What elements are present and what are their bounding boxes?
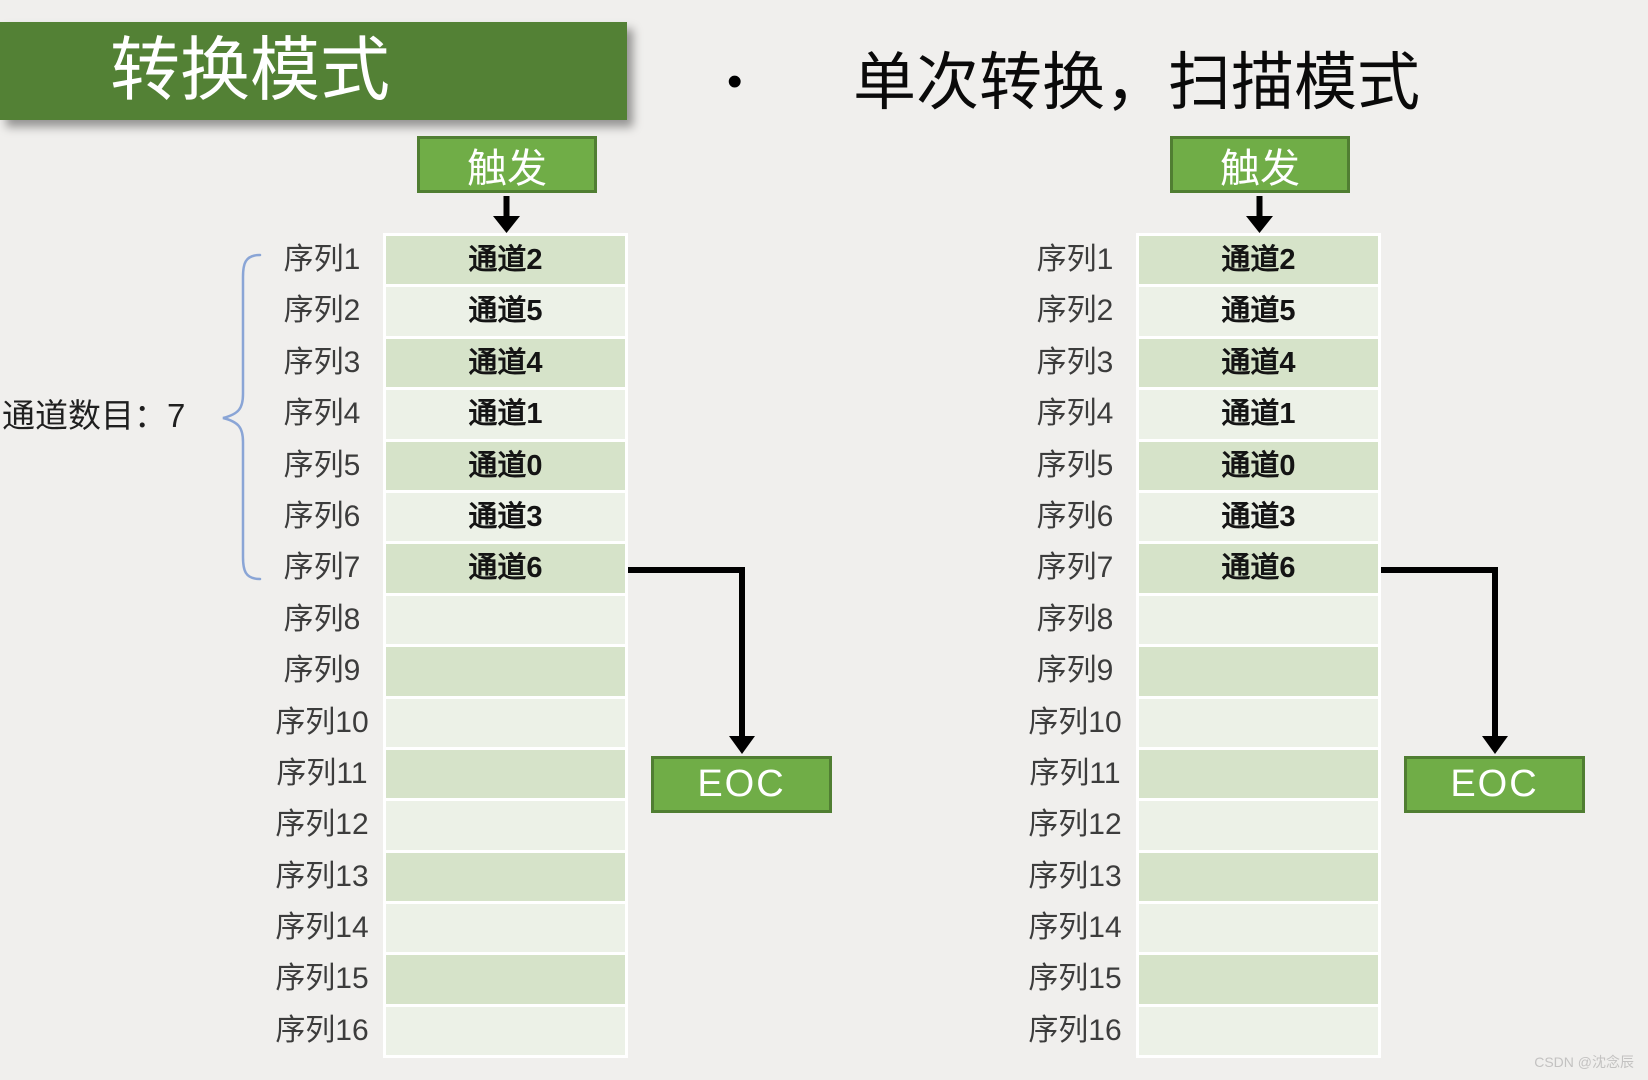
channel-cell (1139, 749, 1378, 799)
sequence-label: 序列5 (1036, 448, 1114, 482)
sequence-label: 序列11 (1029, 756, 1121, 790)
channel-cell (1139, 647, 1378, 696)
trigger-box: 触发 (417, 136, 597, 193)
channel-cell: 通道1 (1139, 390, 1378, 439)
sequence-label: 序列6 (1036, 499, 1114, 533)
sequence-label: 序列15 (275, 962, 369, 996)
sequence-label: 序列3 (1036, 345, 1114, 379)
trigger-label: 触发 (1220, 146, 1300, 191)
sequence-label: 序列16 (275, 1013, 369, 1047)
flow-arrows (1246, 196, 1508, 754)
sequence-label: 序列11 (276, 756, 368, 790)
channel-cell: 通道5 (386, 287, 625, 336)
sequence-label: 序列4 (1036, 397, 1114, 431)
channel-count-label: 通道数目：7 (2, 397, 186, 434)
channel-cell (1139, 852, 1378, 902)
channel-cell (386, 1006, 625, 1056)
sequence-label: 序列12 (1028, 808, 1122, 842)
sequence-label: 序列3 (283, 345, 361, 379)
channel-cell: 通道4 (1139, 338, 1378, 388)
sequence-label: 序列7 (283, 551, 361, 585)
channel-cell (386, 698, 625, 747)
sequence-label: 序列2 (283, 294, 361, 328)
channel-cell (1139, 801, 1378, 850)
page-title: 转换模式 (110, 31, 390, 109)
sequence-label: 序列2 (1036, 294, 1114, 328)
watermark: CSDN @沈念辰 (1534, 1054, 1634, 1070)
sequence-label-column: 序列1 序列2 序列3 序列4 序列5 序列6 序列7 序列8 序列9 序列10 序列11 序列12 序… (237, 233, 407, 1058)
channel-cell (386, 852, 625, 902)
channel-cell (386, 904, 625, 953)
sequence-label: 序列6 (283, 499, 361, 533)
channel-cell (386, 749, 625, 799)
arrow-down-icon (1246, 216, 1273, 233)
sequence-label: 序列13 (1028, 859, 1122, 893)
sequence-label: 序列8 (1036, 602, 1114, 636)
eoc-box: EOC (1404, 756, 1585, 813)
channel-cell: 通道0 (1139, 441, 1378, 490)
channel-cell (386, 801, 625, 850)
sequence-label-column: 序列1 序列2 序列3 序列4 序列5 序列6 序列7 序列8 序列9 序列10 序列11 序列12 序… (990, 233, 1160, 1058)
channel-cell (1139, 595, 1378, 645)
arrow-elbow-icon (729, 736, 755, 754)
arrow-elbow-icon (1482, 736, 1508, 754)
sequence-label: 序列5 (283, 448, 361, 482)
channel-cell: 通道2 (386, 236, 625, 285)
sequence-label: 序列14 (1028, 911, 1122, 945)
channel-cell: 通道5 (1139, 287, 1378, 336)
eoc-box: EOC (651, 756, 832, 813)
channel-cell: 通道3 (386, 492, 625, 542)
trigger-label: 触发 (467, 146, 547, 191)
arrow-down-icon (493, 216, 520, 233)
bullet-text: 单次转换，扫描模式 (853, 48, 1420, 118)
channel-cell (1139, 1006, 1378, 1056)
channel-cell: 通道1 (386, 390, 625, 439)
channel-cell (1139, 955, 1378, 1004)
sequence-label: 序列7 (1036, 551, 1114, 585)
eoc-label: EOC (1450, 763, 1539, 805)
sequence-label: 序列1 (283, 243, 361, 276)
channel-count-brace-icon (222, 253, 262, 581)
channel-cell: 通道3 (1139, 492, 1378, 542)
bullet-marker: • (727, 57, 743, 106)
flow-arrows (493, 196, 755, 754)
sequence-label: 序列9 (283, 654, 361, 688)
sequence-label: 序列8 (283, 602, 361, 636)
sequence-label: 序列15 (1028, 962, 1122, 996)
sequence-label: 序列1 (1036, 243, 1114, 276)
sequence-label: 序列13 (275, 859, 369, 893)
channel-cell (386, 647, 625, 696)
sequence-label: 序列14 (275, 911, 369, 945)
sequence-label: 序列10 (275, 705, 369, 739)
title-banner: 转换模式 (0, 22, 627, 120)
channel-cell: 通道0 (386, 441, 625, 490)
channel-cell (1139, 698, 1378, 747)
sequence-label: 序列16 (1028, 1013, 1122, 1047)
trigger-box: 触发 (1170, 136, 1350, 193)
channel-cell (386, 955, 625, 1004)
sequence-label: 序列9 (1036, 654, 1114, 688)
channel-cell (1139, 904, 1378, 953)
channel-cell (386, 595, 625, 645)
channel-cell: 通道4 (386, 338, 625, 388)
channel-cell: 通道2 (1139, 236, 1378, 285)
sequence-label: 序列12 (275, 808, 369, 842)
sequence-label: 序列10 (1028, 705, 1122, 739)
channel-cell: 通道6 (1139, 544, 1378, 593)
sequence-label: 序列4 (283, 397, 361, 431)
eoc-label: EOC (697, 763, 786, 805)
channel-cell: 通道6 (386, 544, 625, 593)
